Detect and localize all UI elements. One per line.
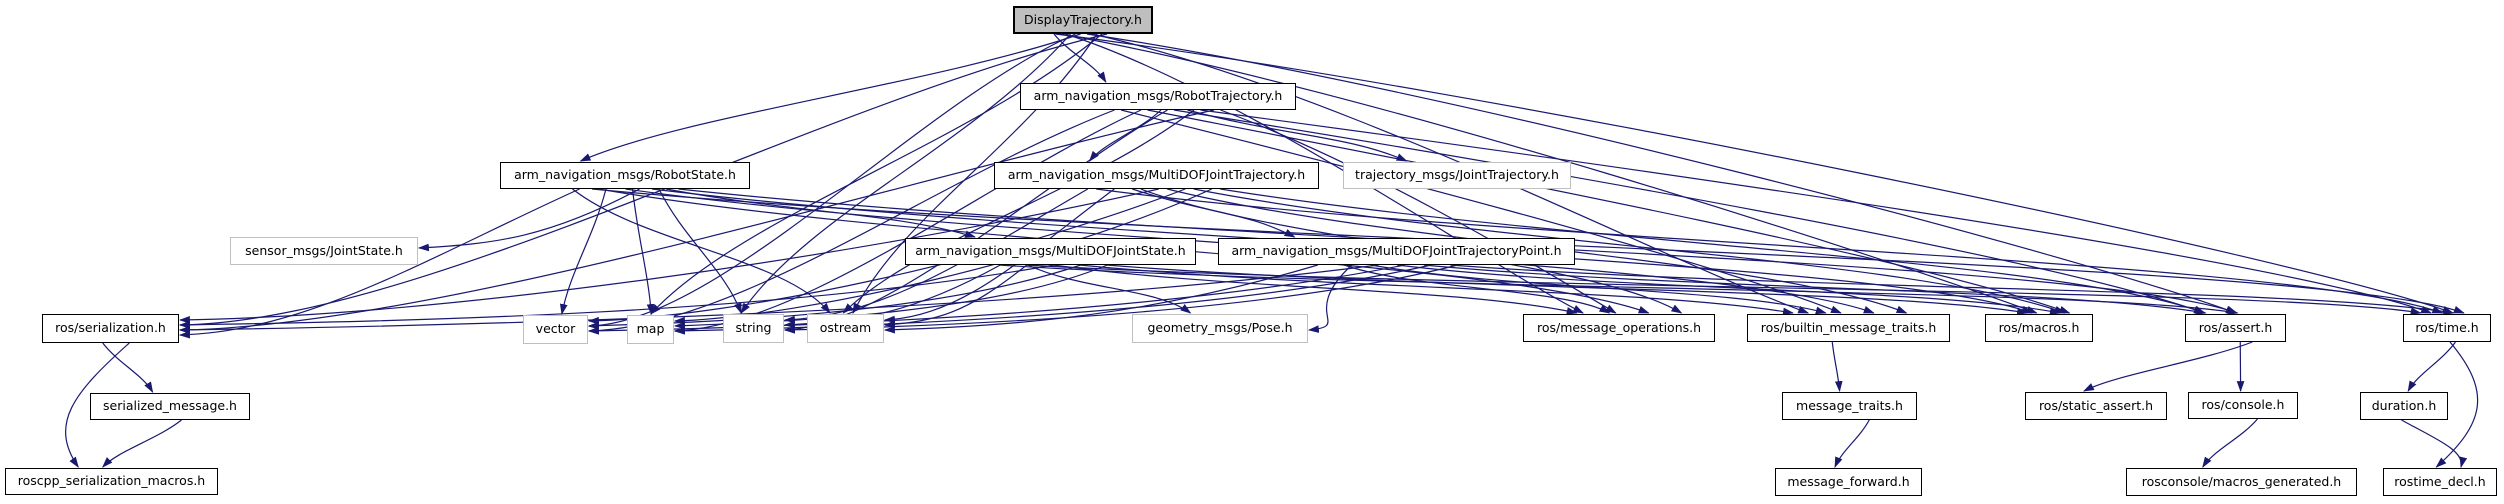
graph-node-map: map (627, 315, 674, 344)
edge-robotTrajectory-multiDofTraj (1088, 109, 1162, 162)
edge-robotTrajectory-ostream (842, 109, 1195, 314)
graph-node-duration[interactable]: duration.h (2360, 392, 2448, 420)
edge-robotState-jointState (417, 188, 640, 252)
graph-node-robotTrajectory[interactable]: arm_navigation_msgs/RobotTrajectory.h (1020, 83, 1296, 110)
edge-robotState-serialization (178, 188, 580, 339)
edge-multiDofState-assert (999, 264, 2239, 316)
graph-node-rostimeDecl[interactable]: rostime_decl.h (2383, 468, 2497, 496)
edge-robotTrajectory-macros (1147, 109, 2071, 314)
edge-duration-rostimeDecl (2401, 419, 2468, 469)
edge-display-robotState (579, 33, 1081, 162)
edge-robotState-map (631, 188, 655, 316)
edge-console-macrosGenerated (2202, 418, 2258, 468)
graph-node-display[interactable]: DisplayTrajectory.h (1013, 6, 1153, 34)
edge-multiDofPoint-msgOps (1344, 264, 1611, 314)
edge-display-serialization (178, 33, 1108, 329)
edge-multiDofPoint-macros (1397, 264, 2061, 315)
graph-node-msgOps[interactable]: ros/message_operations.h (1523, 314, 1715, 342)
edge-robotTrajectory-msgOps (1220, 109, 1617, 314)
graph-node-serialization[interactable]: ros/serialization.h (42, 314, 179, 343)
edge-builtinTraits-messageTraits (1831, 341, 1843, 393)
edge-time-duration (2407, 341, 2456, 392)
graph-node-robotState[interactable]: arm_navigation_msgs/RobotState.h (500, 162, 750, 189)
edge-display-ostream (852, 33, 1098, 314)
edge-messageTraits-messageForward (1834, 419, 1870, 469)
edge-serialization-roscppMacros (65, 342, 130, 468)
graph-node-messageForward[interactable]: message_forward.h (1775, 468, 1922, 496)
graph-node-multiDofTraj[interactable]: arm_navigation_msgs/MultiDOFJointTraject… (994, 162, 1319, 189)
edge-assert-staticAssert (2083, 341, 2253, 392)
edge-robotState-vector (559, 188, 607, 316)
graph-node-string: string (723, 314, 784, 343)
edge-multiDofPoint-assert (1423, 264, 2207, 316)
edge-multiDofTraj-serialization (178, 188, 1159, 324)
graph-node-macrosGenerated[interactable]: rosconsole/macros_generated.h (2126, 468, 2357, 496)
edge-robotState-assert (678, 188, 2238, 314)
graph-node-macros[interactable]: ros/macros.h (1985, 314, 2093, 342)
graph-node-pose: geometry_msgs/Pose.h (1132, 314, 1308, 343)
edge-display-assert (1086, 33, 2237, 314)
graph-node-time[interactable]: ros/time.h (2403, 314, 2491, 342)
edge-multiDofState-serialization (178, 264, 1055, 329)
graph-node-messageTraits[interactable]: message_traits.h (1782, 392, 1917, 420)
edge-multiDofTraj-time (1096, 188, 2444, 314)
edge-multiDofPoint-ostream (883, 264, 1318, 334)
graph-node-serializedMessage[interactable]: serialized_message.h (90, 393, 250, 420)
graph-node-console[interactable]: ros/console.h (2188, 392, 2298, 419)
edge-robotTrajectory-jointTrajectory (1187, 109, 1408, 162)
edge-serializedMessage-roscppMacros (102, 419, 182, 468)
edge-multiDofState-time (1025, 264, 2422, 316)
edge-display-map (650, 33, 1103, 315)
graph-node-jointState: sensor_msgs/JointState.h (230, 237, 418, 265)
edge-multiDofTraj-assert (1220, 188, 2206, 314)
graph-node-multiDofState[interactable]: arm_navigation_msgs/MultiDOFJointState.h (905, 238, 1196, 265)
graph-node-ostream: ostream (807, 314, 884, 343)
edge-multiDofTraj-ostream (883, 188, 1115, 324)
edge-robotTrajectory-assert (1173, 109, 2205, 314)
edge-time-rostimeDecl (2435, 341, 2479, 468)
graph-node-roscppMacros[interactable]: roscpp_serialization_macros.h (5, 468, 218, 495)
edge-multiDofPoint-builtinTraits (1370, 264, 1827, 315)
edge-display-time (1055, 33, 2454, 314)
graph-node-multiDofPoint[interactable]: arm_navigation_msgs/MultiDOFJointTraject… (1218, 238, 1575, 265)
graph-node-assert[interactable]: ros/assert.h (2185, 314, 2286, 342)
edge-robotTrajectory-serialization (178, 109, 1215, 334)
graph-node-jointTrajectory: trajectory_msgs/JointTrajectory.h (1343, 162, 1571, 189)
graph-node-builtinTraits[interactable]: ros/builtin_message_traits.h (1747, 314, 1950, 342)
graph-node-vector: vector (523, 315, 588, 344)
edge-multiDofState-pose (1027, 264, 1192, 314)
edge-multiDofPoint-vector (587, 264, 1405, 335)
edge-multiDofPoint-time (1450, 264, 2455, 316)
edge-serialization-serializedMessage (102, 342, 154, 393)
edge-robotState-string (658, 188, 742, 315)
edge-multiDofPoint-pose (1307, 264, 1353, 333)
edge-multiDofTraj-macros (1193, 188, 2066, 314)
edge-display-robotTrajectory (1053, 33, 1107, 83)
edge-robotTrajectory-time (1200, 109, 2433, 314)
edge-display-macros (1060, 33, 2038, 314)
graph-node-staticAssert[interactable]: ros/static_assert.h (2025, 392, 2167, 420)
